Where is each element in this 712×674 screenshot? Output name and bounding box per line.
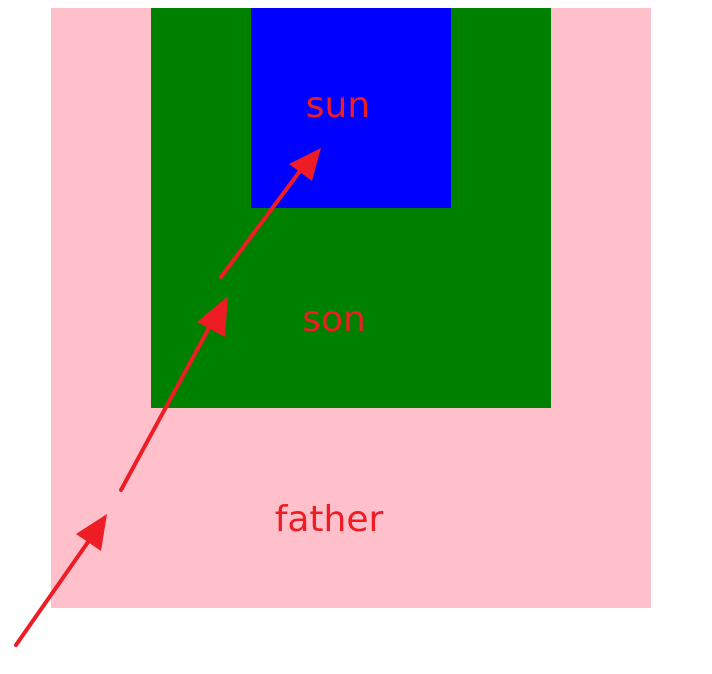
son-label: son: [302, 299, 366, 340]
father-label: father: [274, 499, 384, 540]
sun-label: sun: [305, 85, 371, 126]
